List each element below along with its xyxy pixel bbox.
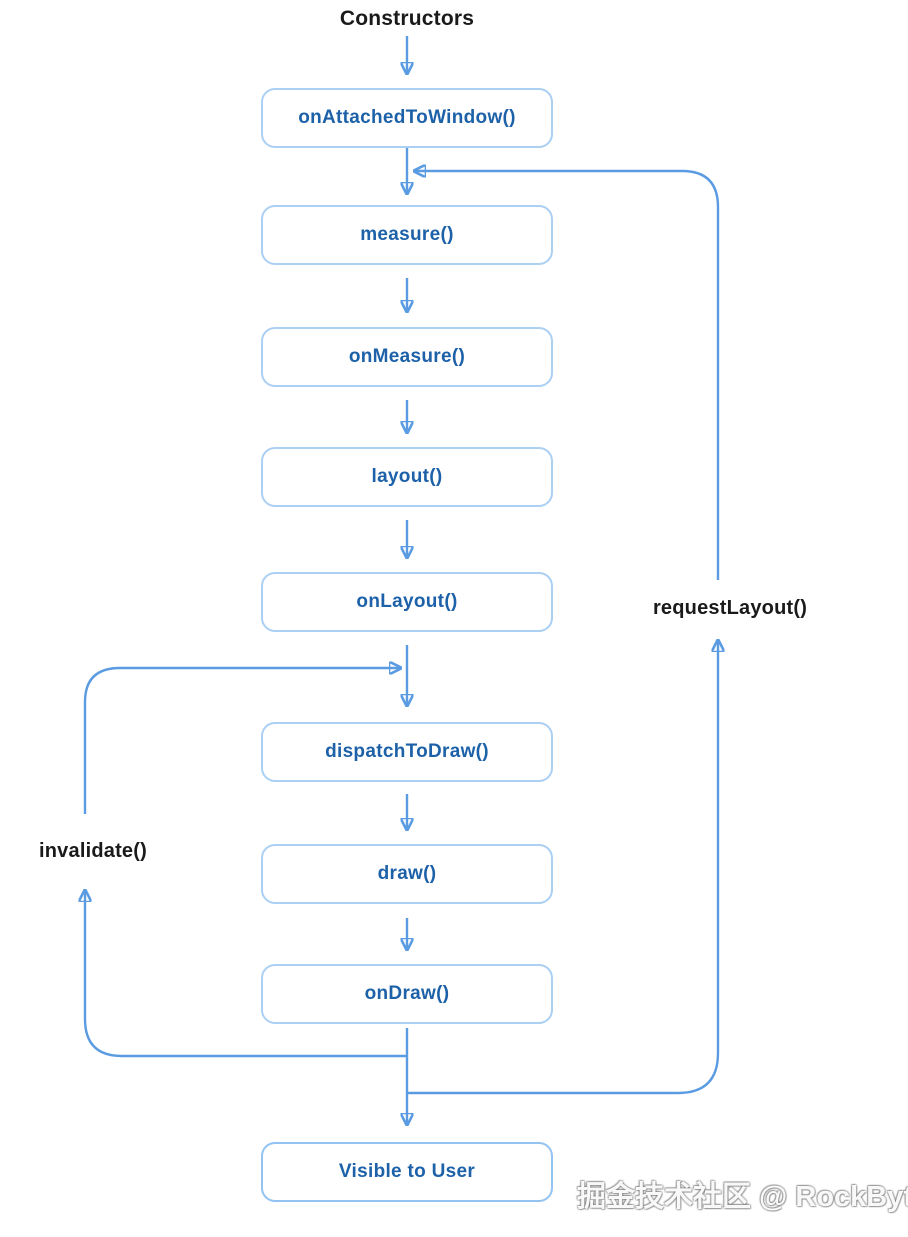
watermark: 掘金技术社区 @ RockByte [577,1181,908,1213]
loop-invalidate-lower [85,889,407,1058]
node-onlayout: onLayout() [261,572,553,632]
loop-requestlayout-lower [407,639,718,1095]
node-visibletouser: Visible to User [261,1142,553,1202]
loop-invalidate-upper [83,668,402,814]
node-onmeasure: onMeasure() [261,327,553,387]
node-measure: measure() [261,205,553,265]
loop-requestlayout-upper [413,171,720,580]
node-draw: draw() [261,844,553,904]
diagram-title: Constructors [339,7,475,30]
node-dispatchtodraw: dispatchToDraw() [261,722,553,782]
node-layout: layout() [261,447,553,507]
node-ondraw: onDraw() [261,964,553,1024]
node-onattachedtowindow: onAttachedToWindow() [261,88,553,148]
requestlayout-label: requestLayout() [652,597,808,619]
invalidate-label: invalidate() [39,840,147,862]
